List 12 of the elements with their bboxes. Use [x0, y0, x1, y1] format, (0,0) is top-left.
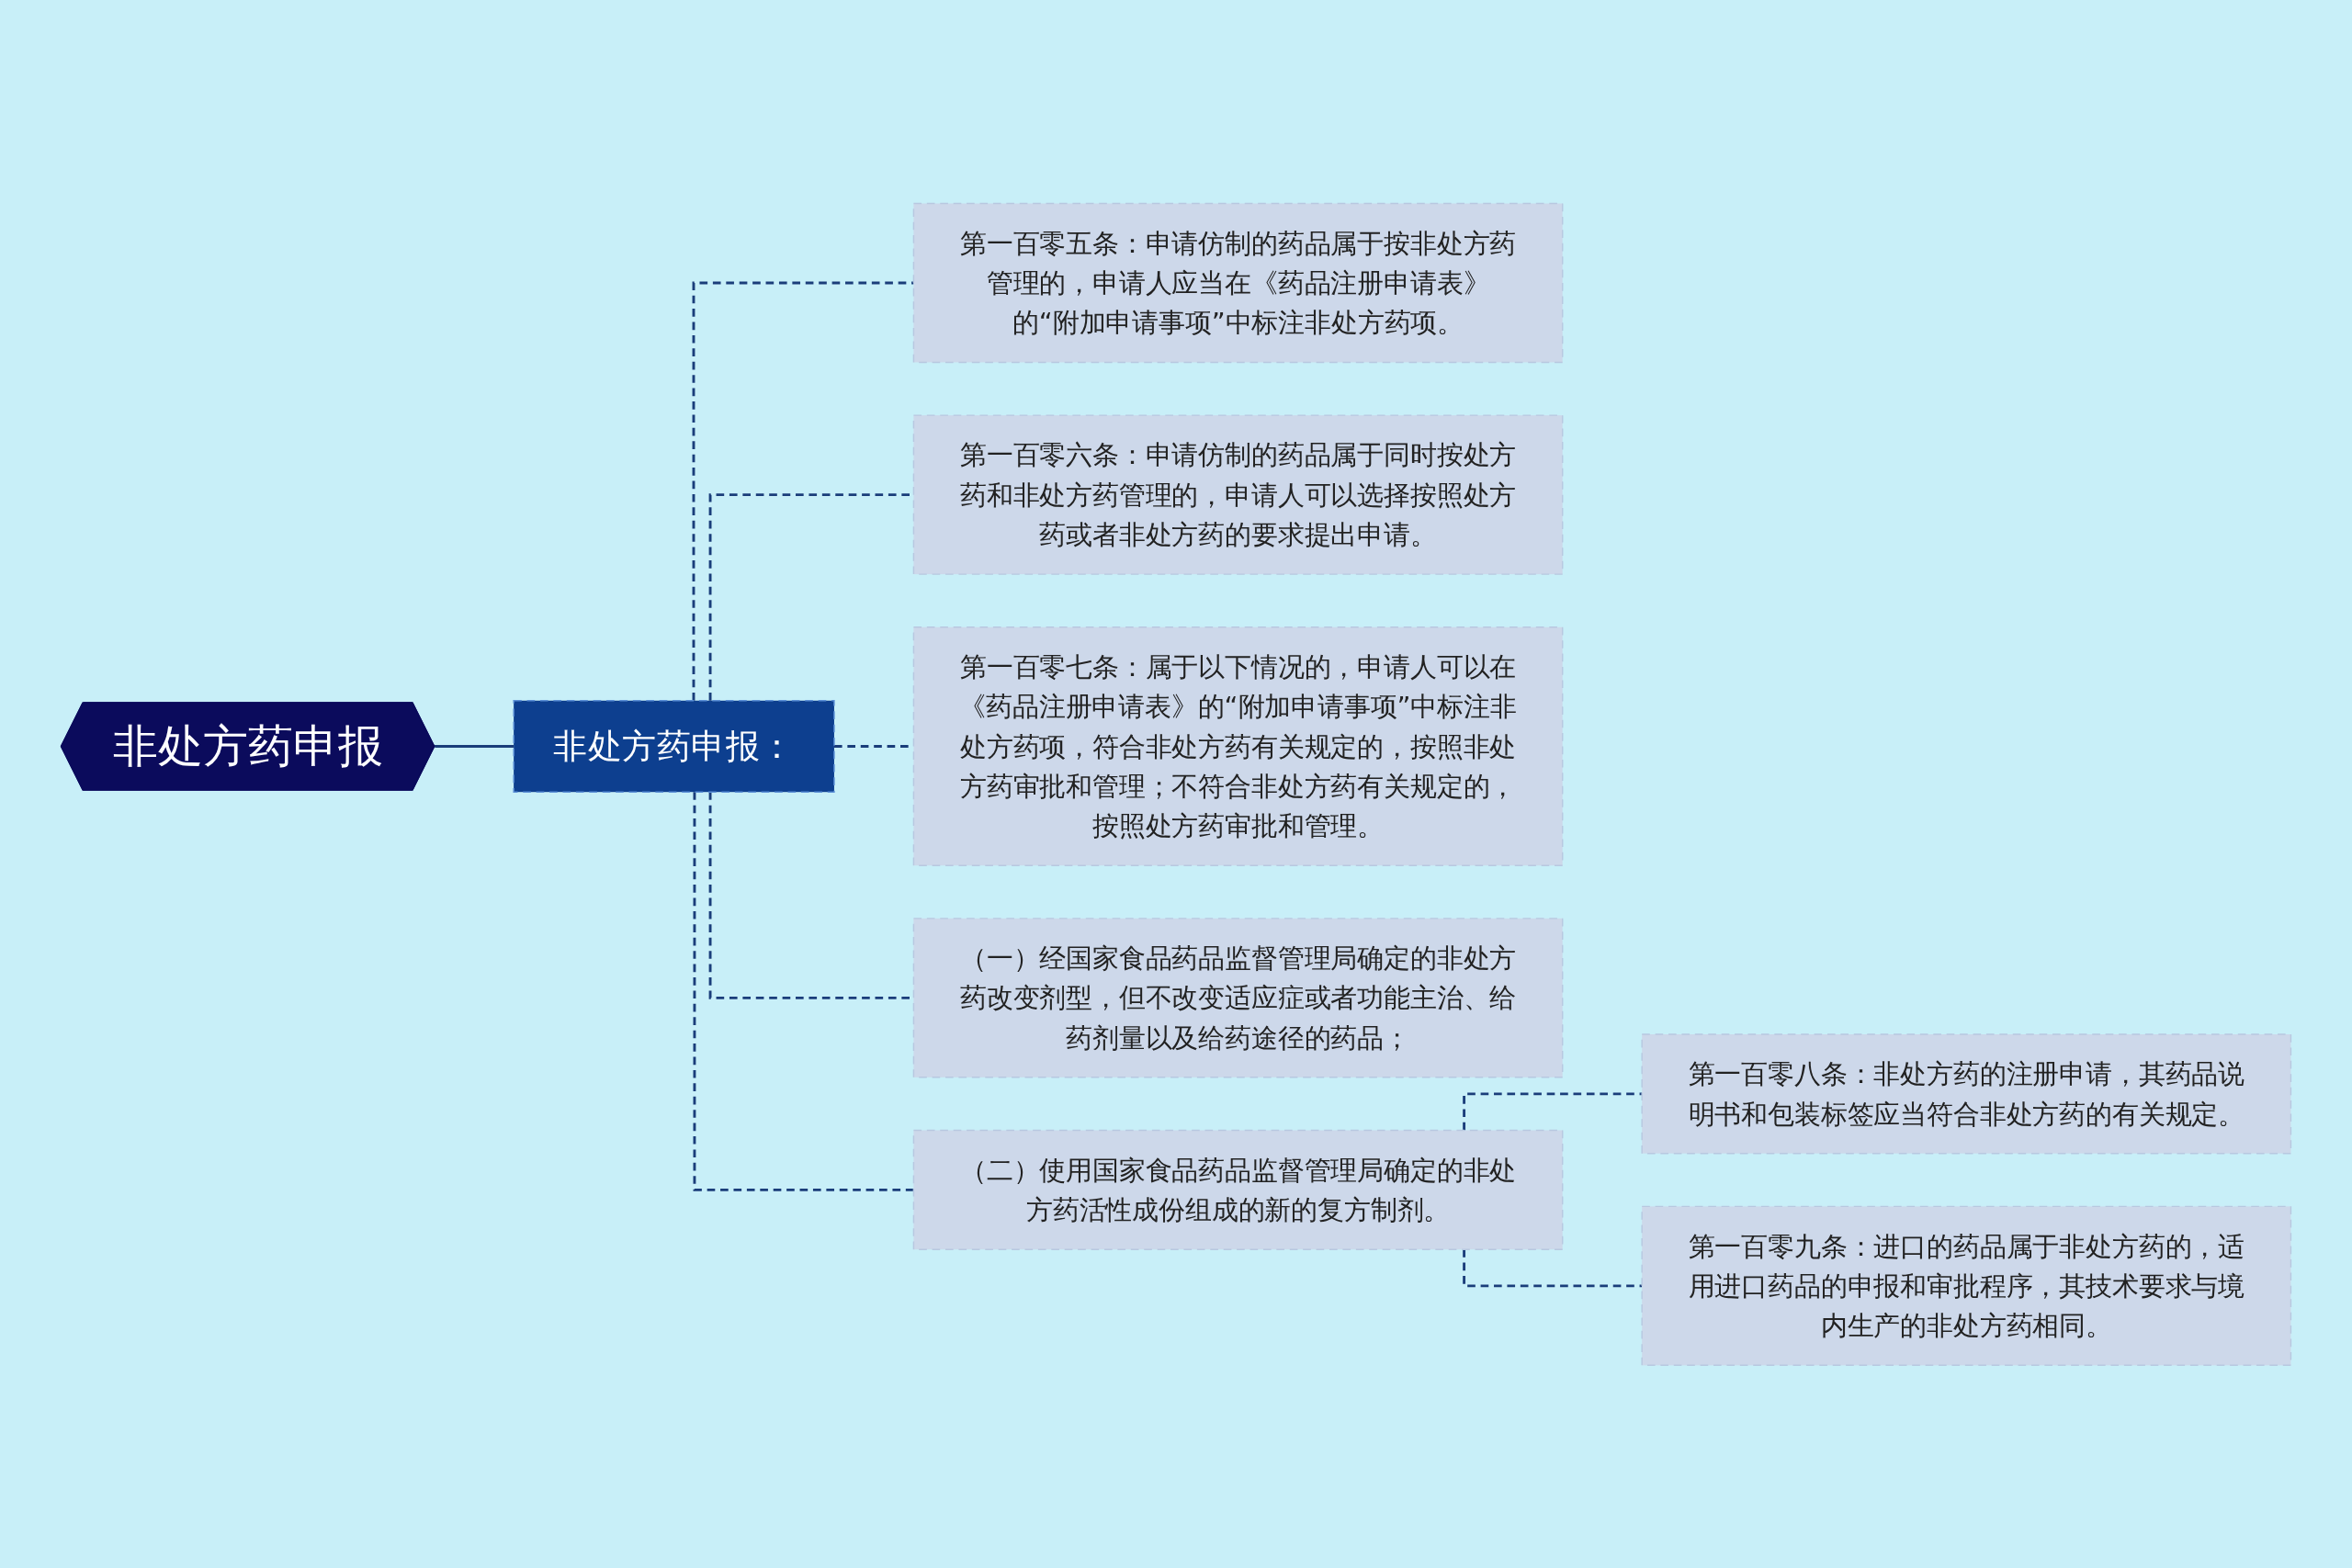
connector	[693, 791, 914, 1191]
connector	[433, 744, 514, 749]
connector	[1463, 1248, 1643, 1287]
connector	[1463, 1091, 1643, 1131]
node-box: 第一百零五条：申请仿制的药品属于按非处方药管理的，申请人应当在《药品注册申请表》的“附加申请事项”中标注非处方药项。	[912, 202, 1564, 363]
node-box: 非处方药申报：	[513, 699, 835, 793]
node-box: 第一百零八条：非处方药的注册申请，其药品说明书和包装标签应当符合非处方药的有关规定。	[1641, 1032, 2292, 1154]
node-box: 第一百零九条：进口的药品属于非处方药的，适用进口药品的申报和审批程序，其技术要求与境内生产的非处方药相同。	[1641, 1205, 2292, 1366]
node-box: 第一百零七条：属于以下情况的，申请人可以在《药品注册申请表》的“附加申请事项”中标注非处方药项，符合非处方药有关规定的，按照非处方药审批和管理；不符合非处方药有关规定的，按照处方药审批和管理。	[912, 626, 1564, 866]
node-box: （一）经国家食品药品监督管理局确定的非处方药改变剂型，但不改变适应症或者功能主治、给药剂量以及给药途径的药品；	[912, 917, 1564, 1078]
node-box: （二）使用国家食品药品监督管理局确定的非处方药活性成份组成的新的复方制剂。	[912, 1129, 1564, 1250]
node-box: 第一百零六条：申请仿制的药品属于同时按处方药和非处方药管理的，申请人可以选择按照处方药或者非处方药的要求提出申请。	[912, 414, 1564, 575]
